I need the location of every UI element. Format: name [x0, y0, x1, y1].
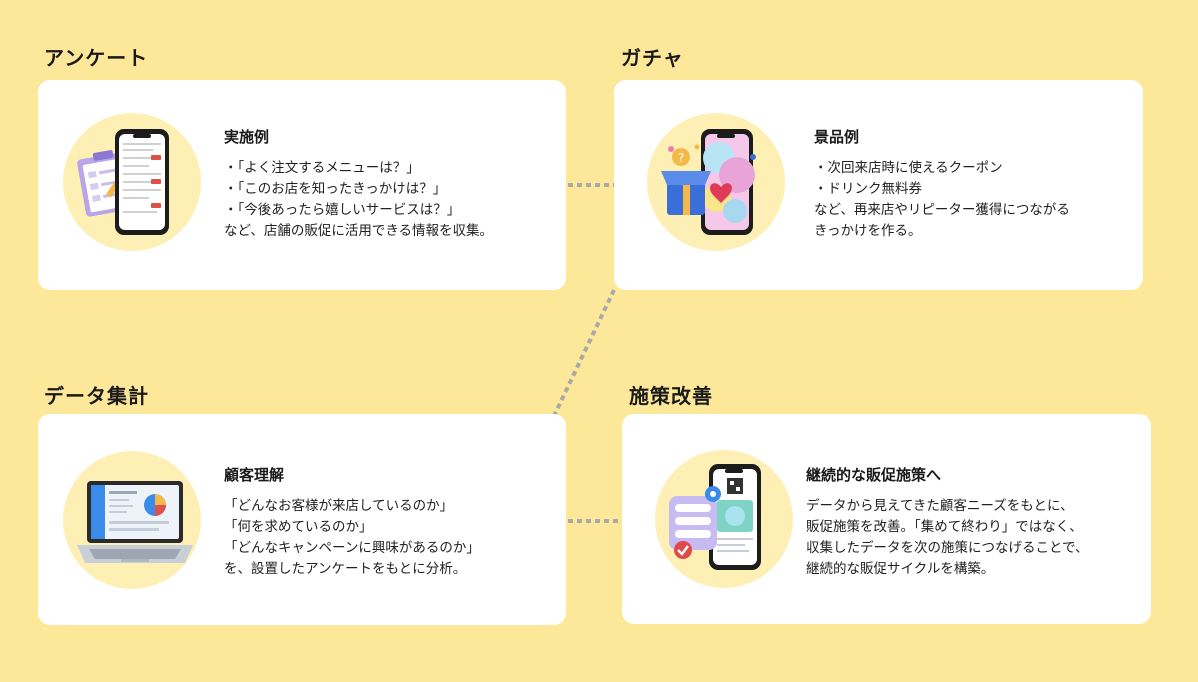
improve-description: データから見えてきた顧客ニーズをもとに、 販促施策を改善。「集めて終わり」ではな…: [806, 496, 1089, 580]
gacha-line-4: きっかけを作る。: [814, 223, 922, 239]
survey-line-2: ・「このお店を知ったきっかけは？」: [224, 181, 447, 197]
data-description: 「どんなお客様が来店しているのか」 「何を求めているのか」 「どんなキャンペーン…: [224, 496, 480, 580]
survey-line-1: ・「よく注文するメニューは？」: [224, 160, 420, 176]
improve-line-1: データから見えてきた顧客ニーズをもとに、: [806, 498, 1074, 514]
svg-text:?: ?: [678, 151, 684, 165]
data-illustration: [63, 451, 201, 589]
data-line-3: 「どんなキャンペーンに興味があるのか」: [224, 540, 480, 556]
connector-gacha-to-data: [552, 289, 616, 417]
survey-heading: 実施例: [224, 128, 270, 146]
section-title-survey: アンケート: [44, 46, 149, 70]
card-data: 顧客理解 「どんなお客様が来店しているのか」 「何を求めているのか」 「どんなキ…: [38, 414, 566, 625]
data-line-4: を、設置したアンケートをもとに分析。: [224, 561, 467, 577]
section-title-improve: 施策改善: [629, 384, 713, 408]
gacha-line-3: など、再来店やリピーター獲得につながる: [814, 202, 1070, 218]
gacha-description: ・次回来店時に使えるクーポン ・ドリンク無料券 など、再来店やリピーター獲得につ…: [814, 158, 1070, 242]
connector-survey-to-gacha: [568, 183, 616, 187]
survey-description: ・「よく注文するメニューは？」 ・「このお店を知ったきっかけは？」 ・「今後あっ…: [224, 158, 493, 242]
card-improve: 継続的な販促施策へ データから見えてきた顧客ニーズをもとに、 販促施策を改善。「…: [622, 414, 1151, 624]
data-line-1: 「どんなお客様が来店しているのか」: [224, 498, 454, 514]
improve-line-4: 継続的な販促サイクルを構築。: [806, 561, 995, 577]
section-title-gacha: ガチャ: [621, 46, 684, 70]
card-survey: 実施例 ・「よく注文するメニューは？」 ・「このお店を知ったきっかけは？」 ・「…: [38, 80, 566, 290]
survey-line-4: など、店舗の販促に活用できる情報を収集。: [224, 223, 494, 239]
connector-data-to-improve: [568, 519, 622, 523]
data-heading: 顧客理解: [224, 466, 285, 484]
improve-line-3: 収集したデータを次の施策につなげることで、: [806, 540, 1089, 556]
gacha-illustration: ?: [647, 113, 785, 251]
gacha-heading: 景品例: [814, 128, 860, 146]
survey-illustration: [63, 113, 201, 251]
improve-heading: 継続的な販促施策へ: [806, 466, 942, 484]
gacha-line-2: ・ドリンク無料券: [814, 181, 922, 197]
gacha-line-1: ・次回来店時に使えるクーポン: [814, 160, 1003, 176]
data-line-2: 「何を求めているのか」: [224, 519, 373, 535]
card-gacha: ? 景品例 ・次回来店時に使えるクーポン ・ドリンク無料券 など、再来店やリピー…: [614, 80, 1143, 290]
survey-line-3: ・「今後あったら嬉しいサービスは？」: [224, 202, 461, 218]
section-title-data: データ集計: [44, 384, 149, 408]
improve-illustration: [655, 450, 793, 588]
improve-line-2: 販促施策を改善。「集めて終わり」ではなく、: [806, 519, 1083, 535]
